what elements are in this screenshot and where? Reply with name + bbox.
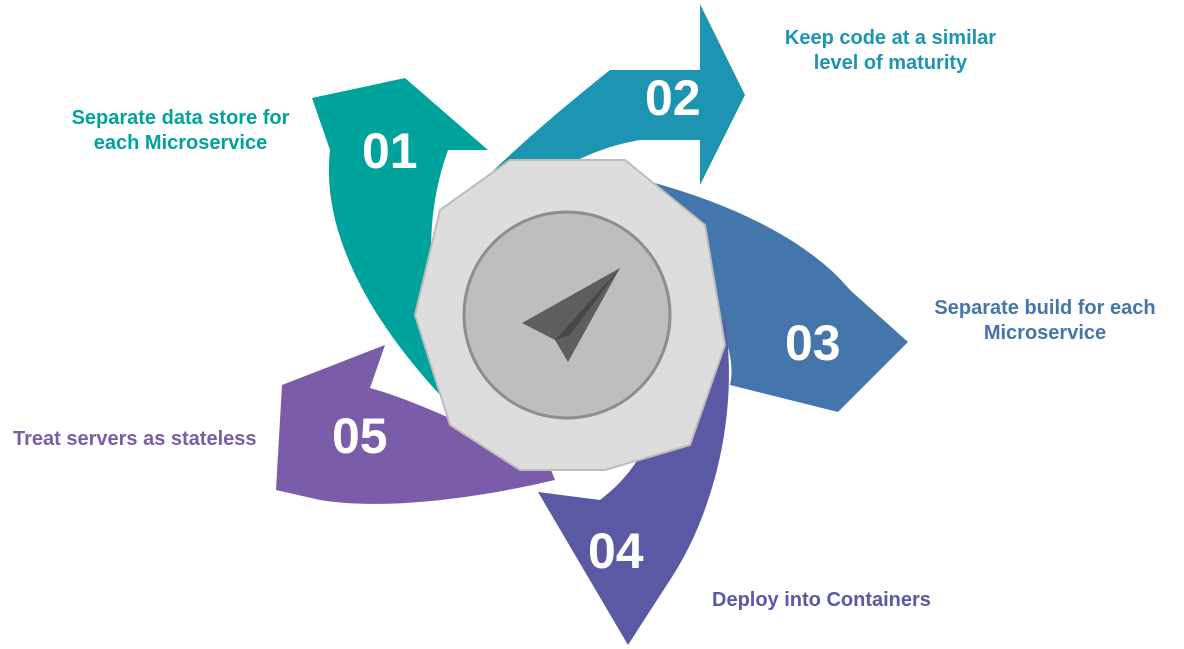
arrow-01: 01 (312, 78, 488, 395)
step-03-number: 03 (785, 315, 841, 371)
step-02-caption-line-2: level of maturity (813, 52, 968, 74)
step-04-caption-line-1: Deploy into Containers (712, 589, 931, 611)
step-01-caption-line-2: each Microservice (93, 132, 268, 154)
arrow-05: 05 (276, 345, 555, 504)
step-03-caption: Separate build for each Microservice (925, 296, 1165, 346)
step-04-caption: Deploy into Containers (712, 588, 931, 613)
step-01-caption-line-1: Separate data store for (71, 107, 290, 129)
center-hub (413, 159, 727, 471)
step-02-caption: Keep code at a similar level of maturity (778, 26, 1003, 76)
paper-plane-icon (522, 268, 620, 362)
step-02-caption-line-1: Keep code at a similar (784, 27, 997, 49)
step-03-caption-line-2: Microservice (983, 322, 1107, 344)
step-05-number: 05 (332, 408, 388, 464)
step-05-caption: Treat servers as stateless (13, 427, 257, 452)
step-01-caption: Separate data store for each Microservic… (62, 106, 299, 156)
step-01-number: 01 (362, 123, 418, 179)
step-03-caption-line-1: Separate build for each (934, 297, 1156, 319)
step-05-caption-line-1: Treat servers as stateless (13, 428, 257, 450)
step-02-number: 02 (645, 70, 701, 126)
step-04-number: 04 (588, 523, 644, 579)
